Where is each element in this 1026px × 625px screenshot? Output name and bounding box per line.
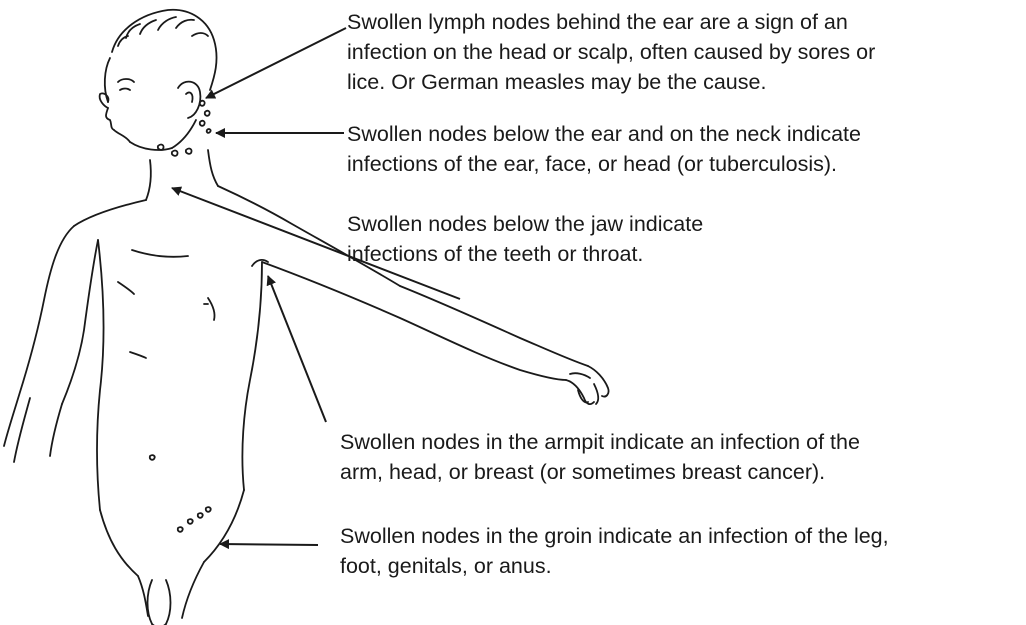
annotation-below-ear-neck: Swollen nodes below the ear and on the n…	[347, 119, 1026, 179]
annotation-groin: Swollen nodes in the groin indicate an i…	[340, 521, 1026, 581]
arrow-armpit	[268, 276, 326, 422]
annotation-armpit: Swollen nodes in the armpit indicate an …	[340, 427, 1020, 487]
arrow-behind-ear	[206, 28, 346, 98]
annotation-behind-ear: Swollen lymph nodes behind the ear are a…	[347, 7, 1026, 97]
arrow-groin	[220, 544, 318, 545]
annotation-below-jaw: Swollen nodes below the jaw indicate inf…	[347, 209, 847, 269]
